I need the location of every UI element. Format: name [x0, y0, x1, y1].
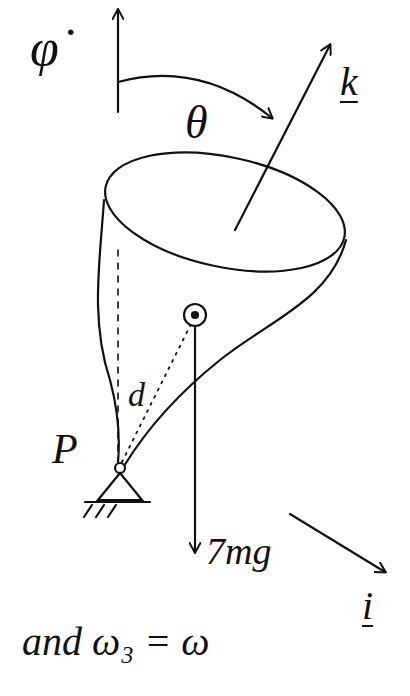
note: and ω₃ = ω — [22, 622, 209, 662]
point-label: P — [52, 428, 78, 470]
angle-symbol: θ — [185, 100, 208, 146]
force-label: 7mg — [206, 532, 271, 570]
angle-rate-symbol: φ̇ — [30, 22, 59, 74]
distance-label: d — [128, 378, 145, 412]
axis-label: i — [362, 586, 373, 626]
axis-label: k — [340, 62, 358, 102]
